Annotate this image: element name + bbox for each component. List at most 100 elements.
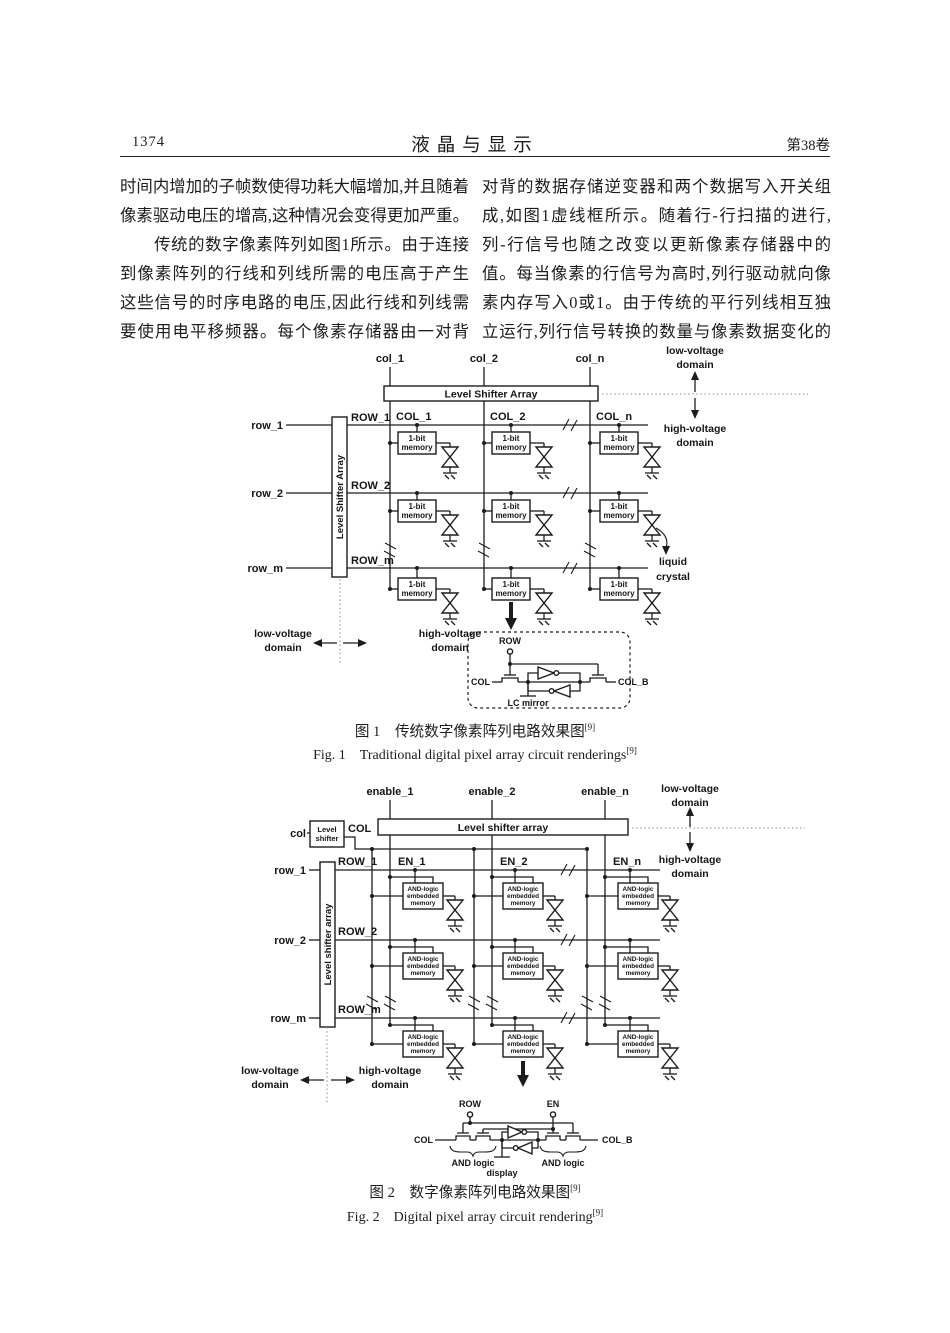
fig1-inset-lc-mirror-label: LC mirror: [507, 698, 549, 708]
fig1-liquid-label: liquid: [659, 556, 687, 568]
svg-text:memory: memory: [603, 443, 635, 452]
down-arrow-icon: [686, 843, 694, 852]
fig2-col-input-label: col: [290, 828, 306, 840]
svg-text:domain: domain: [671, 797, 708, 809]
liquid-crystal-icon: [446, 899, 464, 933]
svg-text:embedded: embedded: [622, 893, 654, 900]
fig2-EN1-label: EN_1: [398, 856, 426, 868]
text-line: 立运行,列行信号转换的数量与像素数据变化的: [482, 322, 831, 341]
svg-text:1-bit: 1-bit: [409, 502, 426, 511]
svg-text:1-bit: 1-bit: [611, 502, 628, 511]
fig1-domain-label: domain: [676, 437, 713, 449]
fig2-inset-colb-label: COL_B: [602, 1135, 633, 1145]
svg-text:AND-logic: AND-logic: [623, 1034, 654, 1041]
svg-text:memory: memory: [411, 1048, 436, 1055]
svg-text:AND-logic: AND-logic: [408, 1034, 439, 1041]
text-line: 这些信号的时序电路的电压,因此行线和列线需: [120, 293, 469, 312]
svg-text:memory: memory: [511, 1048, 536, 1055]
left-arrow-icon: [313, 639, 322, 647]
inverter-icon: [552, 683, 571, 699]
liquid-crystal-icon: [441, 446, 459, 480]
svg-text:memory: memory: [511, 900, 536, 907]
brace-icon: [539, 1145, 587, 1158]
fig1-high-voltage-label: high-voltage: [419, 628, 482, 640]
fig1-rowm-label: row_m: [248, 563, 284, 575]
fig2-low-voltage-label: low-voltage: [661, 783, 719, 795]
fig1-col1-label: col_1: [376, 353, 404, 365]
svg-text:1-bit: 1-bit: [409, 580, 426, 589]
fig1-memory-box: [397, 431, 437, 455]
down-arrow-icon: [505, 618, 517, 630]
fig2-row2-label: row_2: [274, 935, 306, 947]
fig1-low-voltage-label: low-voltage: [254, 628, 312, 640]
fig1-ROWm-label: ROW_m: [351, 555, 394, 567]
fig2-enablen-label: enable_n: [581, 786, 629, 798]
fig2-high-voltage-label: high-voltage: [359, 1065, 422, 1077]
fig2-enable-inputs: enable_1 enable_2 enable_n: [366, 786, 629, 819]
terminal-icon: [549, 1111, 557, 1118]
fig2-domain-annotation-bottom: low-voltage domain high-voltage domain: [241, 1027, 421, 1105]
fig1-inset-colb-label: COL_B: [618, 677, 649, 687]
fig1-col2-label: col_2: [470, 353, 498, 365]
fig2-low-voltage-label: low-voltage: [241, 1065, 299, 1077]
svg-text:domain: domain: [251, 1079, 288, 1091]
svg-text:1-bit: 1-bit: [611, 580, 628, 589]
svg-text:memory: memory: [411, 900, 436, 907]
fig1-domain-label: domain: [676, 359, 713, 371]
fig1-high-voltage-label: high-voltage: [664, 423, 727, 435]
fig1-row2-label: row_2: [251, 488, 283, 500]
svg-text:memory: memory: [411, 970, 436, 977]
fig2-enable1-label: enable_1: [366, 786, 413, 798]
fig2-ENn-label: EN_n: [613, 856, 641, 868]
right-arrow-icon: [358, 639, 367, 647]
svg-text:memory: memory: [626, 970, 651, 977]
svg-text:shifter: shifter: [316, 834, 339, 843]
fig1-level-shifter-array-box: [383, 385, 599, 402]
fig2-level-shifter-array-vertical-label: Level shifter array: [323, 903, 334, 986]
text-line: 列-行信号也随之改变以更新像素存储器中的: [482, 235, 831, 254]
fig1-grid-wiring: ROW_1 ROW_2 ROW_m COL_1 COL_2 COL_n: [347, 401, 661, 626]
down-arrow-icon: [662, 546, 670, 555]
svg-text:AND-logic: AND-logic: [408, 956, 439, 963]
fig2-enable2-label: enable_2: [468, 786, 515, 798]
fig2-EN2-label: EN_2: [500, 856, 528, 868]
fig2-domain-annotation-right: low-voltage domain high-voltage domain: [632, 783, 805, 880]
fig2-row1-label: row_1: [274, 865, 306, 877]
fig2-memory-box: [402, 882, 444, 910]
fig1-inset-row-label: ROW: [499, 636, 522, 646]
svg-text:embedded: embedded: [507, 893, 539, 900]
svg-text:embedded: embedded: [407, 893, 439, 900]
fig1-ROW2-label: ROW_2: [351, 480, 390, 492]
svg-text:1-bit: 1-bit: [503, 502, 520, 511]
fig2-level-shifter-array-box: [377, 818, 629, 836]
fig1-ROW1-label: ROW_1: [351, 412, 390, 424]
figure2-caption-zh: 图 2 数字像素阵列电路效果图[9]: [369, 1183, 581, 1201]
body-right-column: 对背的数据存储逆变器和两个数据写入开关组 成,如图1虚线框所示。随着行-行扫描的…: [482, 172, 831, 346]
fig1-coln-label: col_n: [576, 353, 605, 365]
fig1-pixel-inset: ROW COL COL_B LC mirror: [467, 602, 649, 709]
fig2-level-shifter-box: [309, 820, 345, 848]
text-line: 对背的数据存储逆变器和两个数据写入开关组: [482, 177, 831, 196]
svg-text:embedded: embedded: [407, 963, 439, 970]
memory-label: 1-bit: [409, 434, 426, 443]
fig2-level-shifter-array-label: Level shifter array: [458, 822, 549, 834]
svg-text:memory: memory: [495, 443, 527, 452]
up-arrow-icon: [691, 371, 699, 380]
svg-text:AND-logic: AND-logic: [623, 886, 654, 893]
fig1-inset-col-label: COL: [471, 677, 491, 687]
figure1-caption-zh: 图 1 传统数字像素阵列电路效果图[9]: [354, 722, 596, 740]
svg-text:memory: memory: [495, 589, 527, 598]
fig2-ROW1-label: ROW_1: [338, 856, 377, 868]
inverter-icon: [537, 665, 556, 681]
fig1-column-inputs: col_1 col_2 col_n: [376, 353, 605, 386]
page-header: 1374 液晶与显示 第38卷: [120, 131, 830, 156]
fig2-high-voltage-label: high-voltage: [659, 854, 722, 866]
terminal-icon: [506, 648, 514, 655]
brace-icon: [449, 1145, 497, 1158]
text-line: 素内存写入0或1。由于传统的平行列线相互独: [482, 293, 831, 312]
svg-text:memory: memory: [401, 589, 433, 598]
fig2-COL-label: COL: [348, 823, 372, 835]
figure2-circuit-diagram: enable_1 enable_2 enable_n Level shifter…: [241, 783, 805, 1178]
